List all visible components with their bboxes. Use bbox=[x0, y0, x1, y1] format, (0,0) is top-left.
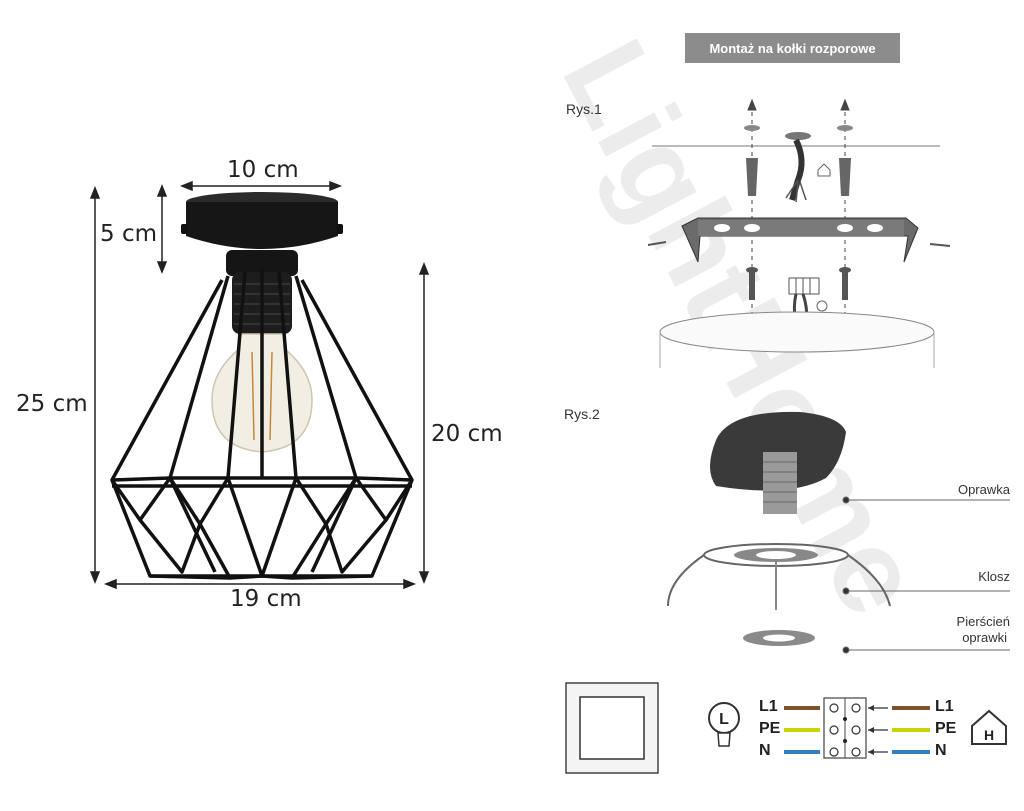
canopy bbox=[186, 202, 338, 249]
terminal-screw-right-2 bbox=[851, 747, 861, 757]
lamp-illustration bbox=[110, 192, 414, 580]
figure-2-label: Rys.2 bbox=[564, 406, 600, 422]
terminal-screw-left-1 bbox=[829, 725, 839, 735]
wire-label-left-2: N bbox=[759, 742, 771, 759]
lamp-symbol: L bbox=[719, 711, 729, 728]
wire-label-right-0: L1 bbox=[935, 698, 954, 715]
wiring-diagram: L H bbox=[708, 697, 1007, 759]
wire-arrowhead-2 bbox=[868, 749, 874, 755]
part-ring-label-1: Pierścień bbox=[956, 614, 1010, 629]
canopy-screw-left bbox=[181, 224, 188, 234]
wire-label-left-1: PE bbox=[759, 720, 781, 737]
dim-shade-width: 19 cm bbox=[230, 586, 302, 612]
shade-right bbox=[847, 554, 891, 607]
wire-cage bbox=[110, 268, 414, 580]
canopy-disc bbox=[659, 311, 935, 353]
socket-neck bbox=[226, 250, 298, 276]
canopy-screw-right bbox=[336, 224, 343, 234]
wire-label-right-2: N bbox=[935, 742, 947, 759]
wall-switch bbox=[565, 682, 659, 774]
dim-canopy-height: 5 cm bbox=[100, 221, 157, 247]
terminal-screw-right-0 bbox=[851, 703, 861, 713]
part-shade-label: Klosz bbox=[978, 569, 1010, 584]
dimension-lines bbox=[89, 180, 430, 590]
dim-shade-height: 20 cm bbox=[431, 421, 503, 447]
terminal-screw-left-2 bbox=[829, 747, 839, 757]
wire-label-right-1: PE bbox=[935, 720, 957, 737]
dim-total-height: 25 cm bbox=[16, 391, 88, 417]
house-icon bbox=[971, 709, 1007, 745]
shade-left bbox=[667, 554, 705, 607]
part-ring-label-2: oprawki bbox=[962, 630, 1007, 645]
terminal-dot-0 bbox=[843, 717, 847, 721]
figure-1-label: Rys.1 bbox=[566, 101, 602, 117]
wire-arrowhead-0 bbox=[868, 705, 874, 711]
dim-top-width: 10 cm bbox=[227, 157, 299, 183]
mounting-diagram bbox=[647, 98, 951, 368]
part-socket-label: Oprawka bbox=[957, 482, 1010, 497]
wire-label-left-0: L1 bbox=[759, 698, 778, 715]
mounting-title: Montaż na kołki rozporowe bbox=[685, 33, 900, 63]
house-symbol: H bbox=[984, 727, 994, 743]
wire-arrowhead-1 bbox=[868, 727, 874, 733]
exploded-diagram bbox=[667, 411, 1010, 654]
socket-holder-shape bbox=[710, 411, 846, 491]
terminal-dot-1 bbox=[843, 739, 847, 743]
terminal-screw-left-0 bbox=[829, 703, 839, 713]
terminal-screw-right-1 bbox=[851, 725, 861, 735]
